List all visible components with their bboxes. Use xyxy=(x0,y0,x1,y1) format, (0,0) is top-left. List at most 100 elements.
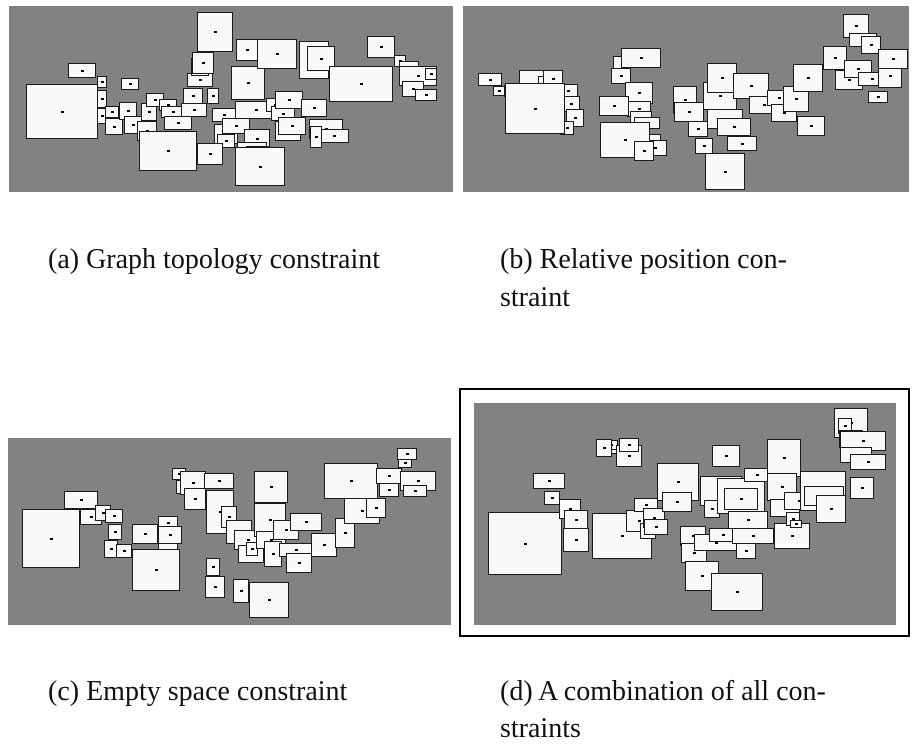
layout-panel-d xyxy=(474,403,896,625)
room-block xyxy=(403,485,427,497)
room-block xyxy=(97,90,107,108)
room-block xyxy=(379,483,399,497)
room-block xyxy=(711,573,763,611)
room-block xyxy=(105,106,119,118)
room-block xyxy=(816,495,846,523)
room-block xyxy=(231,66,265,100)
room-block xyxy=(278,117,306,135)
room-block xyxy=(233,579,249,603)
room-block xyxy=(425,68,437,80)
room-block xyxy=(206,558,220,576)
layout-panel-c xyxy=(8,438,451,625)
room-block xyxy=(397,448,417,460)
room-block xyxy=(732,528,774,544)
room-block xyxy=(310,126,322,148)
room-block xyxy=(164,116,192,130)
room-block xyxy=(367,36,395,58)
room-block xyxy=(733,73,769,99)
room-block xyxy=(674,102,704,122)
room-block xyxy=(728,511,768,529)
room-block xyxy=(790,520,802,528)
room-block xyxy=(197,12,233,52)
room-block xyxy=(236,39,258,61)
caption-c: (c) Empty space constraint xyxy=(48,676,348,707)
room-block xyxy=(192,52,214,74)
room-block xyxy=(724,488,758,510)
room-block xyxy=(695,138,713,154)
room-block xyxy=(544,491,560,505)
caption-d-line2: straints xyxy=(500,713,581,744)
room-block xyxy=(181,103,207,117)
room-block xyxy=(197,143,223,165)
room-block xyxy=(108,524,122,540)
room-block xyxy=(611,68,631,84)
room-block xyxy=(64,491,98,509)
room-block xyxy=(139,131,197,171)
room-block xyxy=(184,488,206,510)
room-block xyxy=(619,438,639,452)
room-block xyxy=(290,513,322,531)
room-block xyxy=(478,73,502,86)
caption-b-line1: (b) Relative position con- xyxy=(500,244,787,275)
room-block xyxy=(132,549,180,591)
room-block xyxy=(861,36,881,54)
room-block xyxy=(68,63,96,78)
room-block xyxy=(207,88,219,104)
room-block xyxy=(183,88,203,104)
room-block xyxy=(688,121,708,137)
room-block xyxy=(319,129,349,143)
caption-a: (a) Graph topology constraint xyxy=(48,244,381,275)
room-block xyxy=(286,553,312,573)
room-block xyxy=(22,509,80,568)
room-block xyxy=(599,96,629,116)
room-block xyxy=(376,468,402,484)
room-block xyxy=(121,78,139,90)
room-block xyxy=(793,64,823,92)
room-block xyxy=(850,477,874,499)
room-block xyxy=(634,141,654,161)
room-block xyxy=(717,118,751,136)
layout-panel-a xyxy=(9,6,453,192)
room-block xyxy=(249,582,289,618)
room-block xyxy=(505,83,565,134)
caption-b-line2: straint xyxy=(500,282,570,313)
room-block xyxy=(204,473,234,489)
room-block xyxy=(26,84,98,139)
room-block xyxy=(105,509,123,523)
room-block xyxy=(563,528,589,552)
room-block xyxy=(727,136,757,151)
room-block xyxy=(311,533,337,557)
room-block xyxy=(564,510,588,530)
room-block xyxy=(736,543,756,559)
room-block xyxy=(116,544,132,558)
room-block xyxy=(235,147,285,186)
room-block xyxy=(705,153,745,190)
room-block xyxy=(644,519,668,535)
room-block xyxy=(767,439,801,477)
room-block xyxy=(662,492,692,512)
room-block xyxy=(158,526,182,544)
caption-d-line1: (d) A combination of all con- xyxy=(500,676,826,707)
room-block xyxy=(797,116,825,136)
room-block xyxy=(97,76,107,88)
room-block xyxy=(132,524,158,544)
room-block xyxy=(488,512,562,575)
room-block xyxy=(868,91,888,103)
room-block xyxy=(621,48,661,68)
layout-panel-b xyxy=(463,6,909,192)
highlight-frame xyxy=(459,388,910,637)
room-block xyxy=(246,542,258,556)
room-block xyxy=(850,454,886,470)
room-block xyxy=(712,445,740,467)
room-block xyxy=(533,473,565,489)
room-block xyxy=(105,118,123,135)
room-block xyxy=(205,576,225,598)
room-block xyxy=(254,471,288,503)
room-block xyxy=(324,463,378,499)
room-block xyxy=(275,91,303,109)
room-block xyxy=(329,66,393,102)
room-block xyxy=(366,498,386,518)
room-block xyxy=(257,39,297,69)
room-block xyxy=(301,99,327,117)
room-block xyxy=(707,63,737,93)
